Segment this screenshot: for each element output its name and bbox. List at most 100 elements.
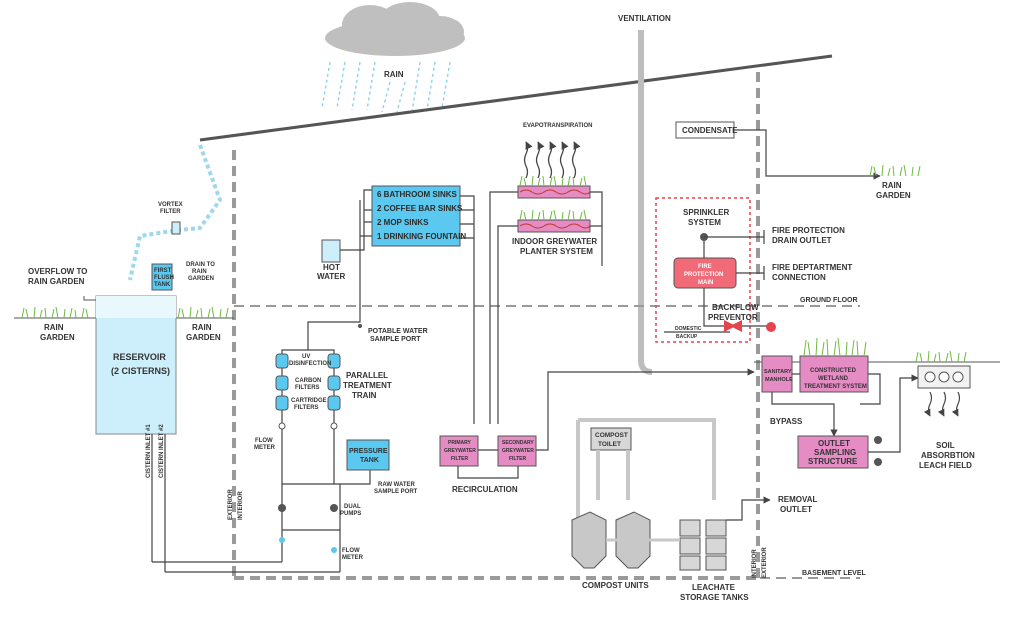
flow-meter-lower-label-2: METER	[342, 555, 364, 561]
leachate-tanks	[679, 519, 727, 571]
planter-pipes	[489, 191, 603, 424]
rain-cloud-icon	[325, 2, 465, 56]
reservoir-tank	[95, 295, 177, 435]
supply-line-bottom	[152, 561, 340, 573]
ground-floor-label: GROUND FLOOR	[800, 297, 858, 304]
first-flush-tank	[151, 263, 173, 291]
backflow-preventor-icon	[724, 320, 742, 332]
recirculation-label: RECIRCULATION	[452, 485, 518, 494]
domestic-label-2: BACKUP	[676, 334, 698, 340]
secondary-label-3: FILTER	[509, 456, 527, 462]
fixtures-drain	[460, 195, 475, 424]
raw-water-label-2: SAMPLE PORT	[374, 489, 418, 495]
overflow-pipe	[83, 296, 96, 301]
sample-port-icon	[358, 324, 362, 328]
leach-arrows	[923, 391, 961, 417]
carbon-filter-icon	[275, 375, 341, 391]
soil-label-2: ABSORBTION	[921, 451, 975, 460]
to-leach-field	[868, 374, 919, 453]
sanitary-manhole	[761, 355, 793, 393]
basement-level-label: BASEMENT LEVEL	[802, 570, 867, 577]
drain-label-3: GARDEN	[188, 276, 214, 282]
planter-bottom	[517, 209, 591, 233]
outlet-label-1: OUTLET	[818, 439, 850, 448]
rain-garden-right-label-1: RAIN	[882, 181, 902, 190]
parallel-label-2: TREATMENT	[343, 381, 392, 390]
flow-meter-upper-label-2: METER	[254, 445, 276, 451]
sanitary-label-1: SANITARY	[764, 369, 792, 375]
vortex-filter-label-2: FILTER	[160, 209, 181, 215]
reservoir-label-2: (2 CISTERNS)	[111, 366, 170, 376]
soil-label-3: LEACH FIELD	[919, 461, 972, 470]
ventilation-pipe	[638, 335, 653, 375]
flow-meter-icon-2	[331, 547, 337, 553]
potable-label-2: SAMPLE PORT	[370, 336, 421, 343]
wetland-to-outlet	[860, 373, 881, 405]
ventilation-label: VENTILATION	[618, 14, 671, 23]
backflow-label-1: BACKFLOW	[712, 303, 759, 312]
raw-water-label-1: RAW WATER	[378, 482, 416, 488]
fire-main-label-3: MAIN	[698, 280, 713, 286]
cartridge-filter-icon	[275, 395, 341, 411]
roof-line	[199, 54, 833, 142]
fixture-1-label: 6 BATHROOM SINKS	[377, 190, 458, 199]
secondary-label-2: GREYWATER	[502, 448, 534, 454]
overflow-label-1: OVERFLOW TO	[28, 267, 87, 276]
cistern-inlet-1-label: CISTERN INLET #1	[146, 424, 152, 478]
wetland-label-2: WETLAND	[818, 376, 849, 382]
first-flush-label-3: TANK	[154, 282, 171, 288]
dual-pumps-label-2: PUMPS	[340, 511, 361, 517]
flow-meter-icon-1	[279, 537, 285, 543]
fire-main-label-1: FIRE	[698, 264, 712, 270]
interior-label-right: INTERIOR	[752, 549, 758, 578]
cistern-inlet-2-label: CISTERN INLET #2	[159, 424, 165, 478]
fixture-4-label: 1 DRINKING FOUNTAIN	[377, 232, 466, 241]
pressure-tank-label-2: TANK	[360, 457, 379, 464]
leachate-label-1: LEACHATE	[692, 583, 736, 592]
evapotranspiration-label: EVAPOTRANSPIRATION	[523, 123, 592, 129]
wetland-grass	[803, 337, 867, 357]
pump-icon-1	[278, 504, 286, 512]
backflow-line	[664, 288, 770, 333]
flow-meter-upper-label-1: FLOW	[255, 438, 273, 444]
vortex-filter-label-1: VORTEX	[158, 202, 183, 208]
hot-water-label-2: WATER	[317, 272, 346, 281]
outlet-label-3: STRUCTURE	[808, 457, 858, 466]
bypass-label: BYPASS	[770, 417, 803, 426]
compost-units-label: COMPOST UNITS	[582, 581, 649, 590]
pump-icon-2	[330, 504, 338, 512]
primary-label-2: GREYWATER	[444, 448, 476, 454]
rain-garden-mid-label-1: RAIN	[192, 323, 212, 332]
rain-drops-icon	[321, 61, 451, 113]
cartridge-label-2: FILTERS	[294, 405, 319, 411]
drain-label-2: RAIN	[192, 269, 207, 275]
wetland-label-3: TREATMENT SYSTEM	[804, 384, 867, 390]
fixture-3-label: 2 MOP SINKS	[377, 218, 429, 227]
sprinkler-line	[703, 230, 765, 258]
treatment-loop	[281, 200, 361, 484]
potable-label-1: POTABLE WATER	[368, 328, 428, 335]
vortex-filter	[171, 221, 181, 235]
downspout	[128, 144, 223, 281]
secondary-greywater-filter	[497, 435, 537, 467]
removal-label-1: REMOVAL	[778, 495, 818, 504]
fire-protection-zone	[655, 197, 751, 343]
outlet-label-2: SAMPLING	[814, 448, 856, 457]
drain-label-1: DRAIN TO	[186, 262, 215, 268]
rain-garden-grass-far-right	[915, 350, 967, 363]
dual-pumps-label-1: DUAL	[344, 504, 361, 510]
filter-link	[478, 372, 754, 451]
domestic-label-1: DOMESTIC	[675, 326, 702, 332]
rain-garden-grass-left	[21, 306, 229, 319]
rain-garden-left-label-2: GARDEN	[40, 333, 75, 342]
condensate-label: CONDENSATE	[682, 126, 738, 135]
cartridge-label-1: CARTRIDGE	[291, 398, 327, 404]
compost-toilet	[590, 427, 632, 451]
sanitary-label-2: MANHOLE	[765, 377, 793, 383]
backflow-valve-icon	[766, 322, 776, 332]
compost-toilet-label-1: COMPOST	[595, 432, 628, 439]
removal-line	[726, 496, 771, 521]
leachate-label-2: STORAGE TANKS	[680, 593, 749, 602]
rain-garden-right-label-2: GARDEN	[876, 191, 911, 200]
